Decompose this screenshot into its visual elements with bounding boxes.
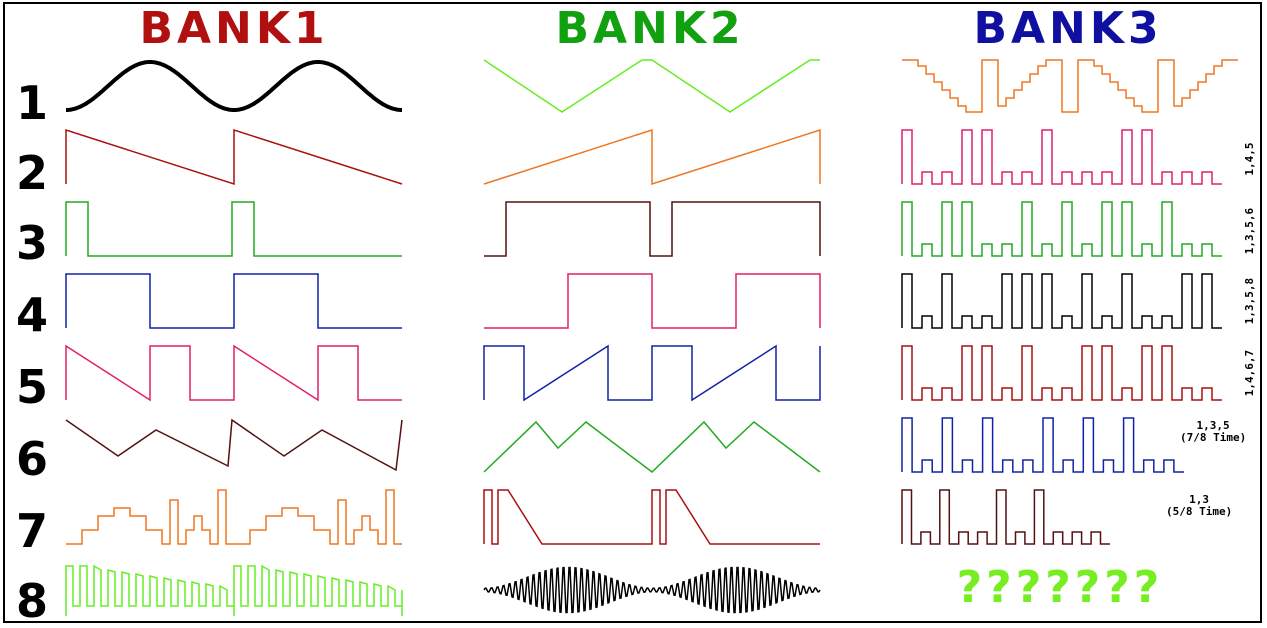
bank3-row3-wave bbox=[901, 201, 1222, 257]
bank2-title: BANK2 bbox=[555, 3, 745, 54]
row-number-1: 1 bbox=[16, 76, 49, 130]
bank3-row2-label: 1,4,5 bbox=[1243, 142, 1256, 176]
bank3-row6-beats: 1,3,5 bbox=[1196, 419, 1230, 432]
row-number-2: 2 bbox=[16, 146, 49, 200]
bank1-row7-wave bbox=[66, 489, 402, 545]
bank3-row4-wave bbox=[901, 273, 1222, 329]
bank1-row3-wave bbox=[65, 201, 402, 257]
row-number-3: 3 bbox=[16, 216, 49, 270]
bank1-title: BANK1 bbox=[139, 3, 329, 54]
bank2-row7-wave bbox=[483, 489, 820, 545]
row-number-5: 5 bbox=[16, 360, 49, 414]
row-number-4: 4 bbox=[16, 288, 49, 342]
bank3-row7-beats: 1,3 bbox=[1189, 493, 1210, 506]
row-number-8: 8 bbox=[16, 574, 49, 628]
bank2-row2-wave bbox=[483, 128, 821, 186]
bank1-row4-wave bbox=[65, 273, 402, 329]
bank3-title: BANK3 bbox=[973, 3, 1163, 54]
bank1-row2-wave bbox=[65, 128, 403, 186]
row-number-6: 6 bbox=[16, 432, 49, 486]
bank1-row5-wave bbox=[65, 344, 402, 402]
bank3-row6-time: (7/8 Time) bbox=[1180, 431, 1247, 444]
bank1-row8-wave bbox=[65, 564, 403, 616]
bank3-row5-wave bbox=[901, 345, 1222, 401]
bank2-row4-wave bbox=[484, 273, 821, 329]
bank3-row3-label: 1,3,5,6 bbox=[1243, 207, 1256, 255]
bank3-row2-wave bbox=[901, 129, 1222, 185]
bank3-row7-time: (5/8 Time) bbox=[1166, 505, 1233, 518]
bank3-row5-label: 1,4,6,7 bbox=[1243, 349, 1256, 397]
bank3-row4-label: 1,3,5,8 bbox=[1243, 277, 1256, 325]
bank3-row7-label: 1,3 (5/8 Time) bbox=[1166, 494, 1232, 518]
bank3-row1-wave bbox=[902, 59, 1238, 113]
bank3-row6-wave bbox=[901, 417, 1184, 473]
row-number-7: 7 bbox=[16, 504, 49, 558]
bank3-row8-unknown: ??????? bbox=[956, 562, 1164, 613]
bank2-row1-wave bbox=[483, 59, 820, 113]
bank3-row7-wave bbox=[901, 489, 1110, 545]
bank2-row6-wave bbox=[483, 420, 821, 473]
bank1-row6-wave bbox=[65, 418, 403, 472]
bank1-row1-wave bbox=[66, 60, 402, 112]
bank3-row6-label: 1,3,5 (7/8 Time) bbox=[1180, 420, 1246, 444]
bank2-row5-wave bbox=[483, 344, 821, 402]
bank2-row8-wave bbox=[483, 566, 821, 614]
bank2-row3-wave bbox=[484, 201, 821, 257]
